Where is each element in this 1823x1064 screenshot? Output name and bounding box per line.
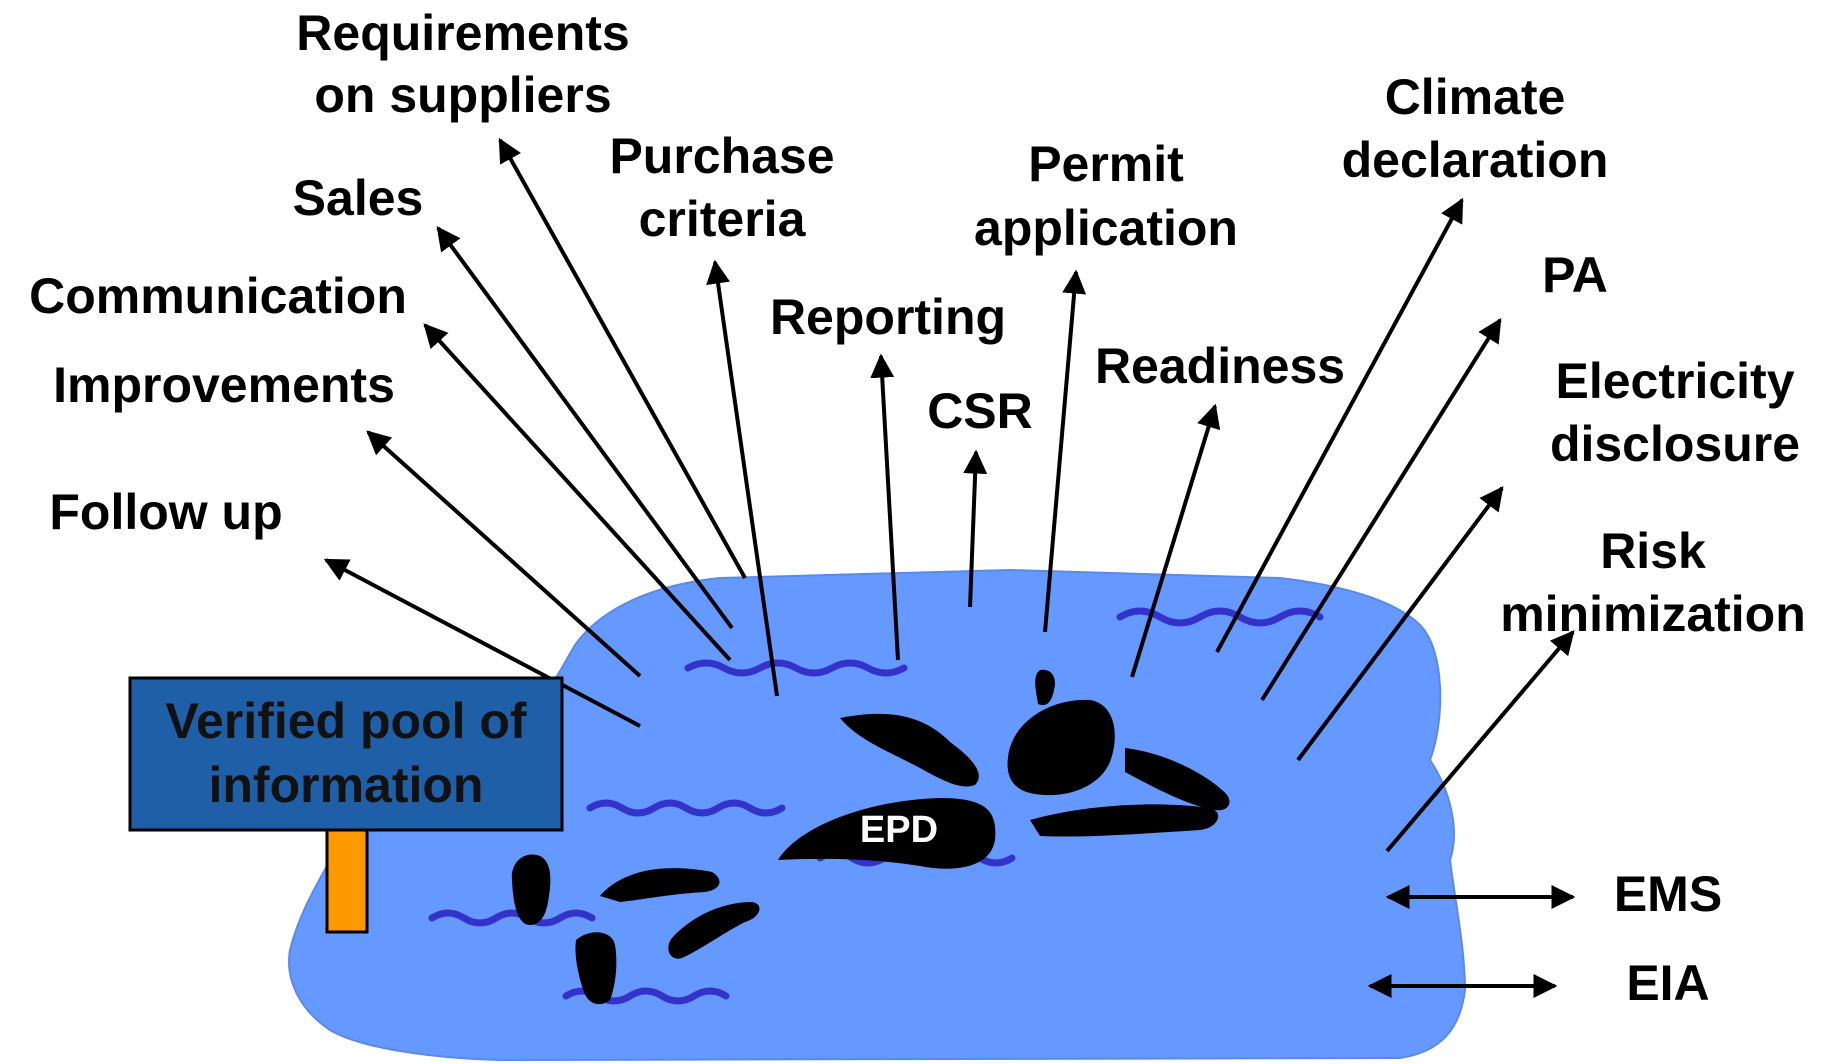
label-pa: PA xyxy=(1542,247,1608,303)
swimmer-arm xyxy=(600,868,720,902)
label-purchase-line2: criteria xyxy=(639,191,807,247)
label-requirements-line1: Requirements xyxy=(296,5,629,61)
label-improvements: Improvements xyxy=(53,357,395,413)
sign-text-line1: Verified pool of xyxy=(165,693,526,749)
arrow-requirements xyxy=(498,137,747,579)
label-permit-line2: application xyxy=(974,200,1238,256)
label-ems: EMS xyxy=(1614,866,1722,922)
swimmers xyxy=(511,669,1230,1005)
swimmer-neck xyxy=(1035,669,1056,706)
wave xyxy=(684,659,908,677)
arrow-reporting xyxy=(870,353,900,661)
arrow-improvements xyxy=(366,430,642,678)
label-communication: Communication xyxy=(29,268,407,324)
arrow-communication xyxy=(423,323,732,662)
arrow-pa xyxy=(1260,317,1502,702)
arrow-follow-up xyxy=(323,558,641,728)
arrow-climate xyxy=(1215,197,1464,653)
swimmer-arm xyxy=(1125,748,1230,811)
swimmer-head xyxy=(1007,699,1115,796)
label-climate-line1: Climate xyxy=(1385,69,1566,125)
epd-label: EPD xyxy=(860,809,938,851)
label-climate-line2: declaration xyxy=(1342,132,1609,188)
label-purchase-line1: Purchase xyxy=(609,128,834,184)
swimmer-arm xyxy=(840,713,979,787)
label-requirements-line2: on suppliers xyxy=(314,67,611,123)
arrow-csr xyxy=(963,449,988,608)
label-csr: CSR xyxy=(927,383,1033,439)
swimmer-head xyxy=(511,854,551,925)
sign-post xyxy=(325,824,369,934)
swimmer-arm xyxy=(1030,804,1219,837)
arrow-risk xyxy=(1385,630,1575,853)
arrow-sales xyxy=(436,226,734,630)
label-follow-up: Follow up xyxy=(49,484,282,540)
label-risk-line2: minimization xyxy=(1500,586,1806,642)
arrow-permit xyxy=(1043,269,1087,633)
label-permit-line1: Permit xyxy=(1028,136,1184,192)
label-readiness: Readiness xyxy=(1095,338,1345,394)
wave xyxy=(586,799,786,817)
arrow-electricity xyxy=(1296,486,1504,762)
swimmer-arm xyxy=(668,902,760,959)
swimmer-head xyxy=(575,932,617,1005)
epd-body xyxy=(778,798,996,869)
label-electricity-line1: Electricity xyxy=(1555,353,1794,409)
labels: Requirements on suppliers Sales Communic… xyxy=(29,5,1806,1011)
arrow-readiness xyxy=(1130,403,1221,678)
wave xyxy=(1116,607,1324,627)
arrows xyxy=(323,137,1576,998)
sign-text-line2: information xyxy=(209,757,484,813)
label-electricity-line2: disclosure xyxy=(1550,416,1800,472)
label-risk-line1: Risk xyxy=(1600,523,1706,579)
label-sales: Sales xyxy=(293,170,424,226)
sign-board xyxy=(128,676,564,832)
label-reporting: Reporting xyxy=(770,289,1006,345)
wave xyxy=(428,909,596,927)
label-eia: EIA xyxy=(1626,955,1709,1011)
arrow-purchase xyxy=(706,259,779,697)
